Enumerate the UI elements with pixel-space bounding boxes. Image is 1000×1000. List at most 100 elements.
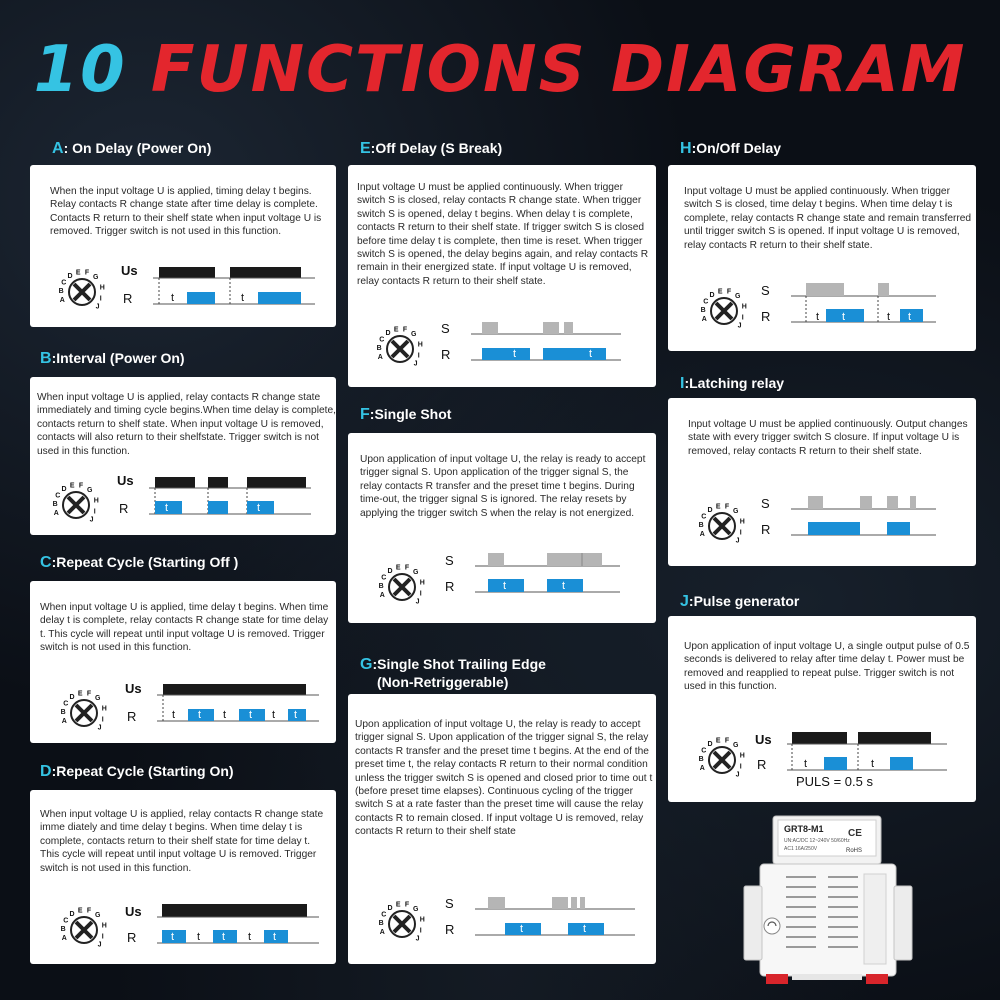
dial-letter: I <box>102 933 104 940</box>
dial-letter: C <box>701 748 706 755</box>
dial-letter: B <box>699 756 704 763</box>
time-label: t <box>520 923 523 935</box>
section-g-title: G:Single Shot Trailing Edge <box>360 656 546 673</box>
row-label-s: S <box>445 896 454 911</box>
dial-letter: J <box>736 538 740 545</box>
dial-letter: A <box>700 765 705 772</box>
section-h-title: H:On/Off Delay <box>680 140 782 157</box>
relay-pulse <box>488 579 524 592</box>
dial-letter: H <box>742 304 747 311</box>
dial-letter: E <box>76 269 81 276</box>
dial-letter: F <box>725 504 730 511</box>
dial-letter: D <box>70 911 75 918</box>
time-label: t <box>249 709 252 721</box>
section-a-panel: When the input voltage U is applied, tim… <box>30 165 336 327</box>
timing-diagram-h: S R t t t t <box>761 283 936 324</box>
dial-letter: F <box>403 327 408 334</box>
din-rail-relay-icon: GRT8-M1 UN:AC/DC 12~240V 50/60Hz AC1 16A… <box>743 815 913 984</box>
relay-pulse <box>162 930 186 943</box>
relay-pulse <box>247 501 274 514</box>
relay-pulse <box>808 522 860 535</box>
timer-relay-product-image: GRT8-M1 UN:AC/DC 12~240V 50/60Hz AC1 16A… <box>738 814 928 994</box>
timing-diagram-b: Us R t t <box>117 473 311 516</box>
dial-cross <box>392 577 412 597</box>
dial-letter: E <box>394 326 399 333</box>
time-label: t <box>257 502 260 514</box>
dial-letter: B <box>59 288 64 295</box>
row-label-s: S <box>761 496 770 511</box>
dial-letter: I <box>102 716 104 723</box>
dial-letter: H <box>420 580 425 587</box>
relay-pulse <box>900 309 923 322</box>
dial-letter: D <box>386 330 391 337</box>
section-g-panel: Upon application of input voltage U, the… <box>348 694 656 964</box>
supply-pulse <box>208 477 228 488</box>
time-label: t <box>294 709 297 721</box>
time-label: t <box>583 923 586 935</box>
row-label-r: R <box>761 522 770 537</box>
dial-letter: G <box>413 569 419 576</box>
timing-diagram-a: Us R t t <box>121 263 315 306</box>
dial-letter: B <box>379 920 384 927</box>
time-label: t <box>273 931 276 943</box>
dial-letter: F <box>725 738 730 745</box>
section-i-description: Input voltage U must be applied continuo… <box>688 419 968 457</box>
switch-pulse <box>878 283 889 296</box>
dial-letter: J <box>738 323 742 330</box>
row-label-us: Us <box>121 263 138 278</box>
section-e-panel: Input voltage U must be applied continuo… <box>348 165 656 387</box>
dial-letter: G <box>95 695 101 702</box>
dial-letter: A <box>702 316 707 323</box>
row-label-r: R <box>119 501 128 516</box>
dial-cross <box>714 301 734 321</box>
dial-letter: H <box>102 923 107 930</box>
row-label-r: R <box>445 579 454 594</box>
time-label: t <box>241 292 244 304</box>
section-i-title: I:Latching relay <box>680 375 785 392</box>
relay-pulse <box>505 923 541 935</box>
dial-cross <box>392 914 412 934</box>
timing-diagram-f: S R t t <box>445 553 620 594</box>
dial-letter: F <box>85 270 90 277</box>
dial-letter: J <box>416 936 420 943</box>
row-label-s: S <box>761 283 770 298</box>
dial-letter: B <box>377 345 382 352</box>
dial-letter: B <box>61 926 66 933</box>
title-number: 10 <box>33 33 127 107</box>
dial-cross <box>74 920 94 940</box>
dial-letter: A <box>380 929 385 936</box>
dial-letter: H <box>740 753 745 760</box>
supply-pulse <box>247 477 306 488</box>
section-a-title: A: On Delay (Power On) <box>52 140 212 157</box>
dial-letter: C <box>63 918 68 925</box>
dial-letter: I <box>94 508 96 515</box>
dial-letter: D <box>388 905 393 912</box>
dial-letter: B <box>61 709 66 716</box>
supply-pulse <box>163 684 306 695</box>
title-words: FUNCTIONS DIAGRAM <box>150 33 967 107</box>
dial-letter: H <box>418 342 423 349</box>
section-f-panel: Upon application of input voltage U, the… <box>348 433 656 623</box>
switch-pulse <box>482 322 498 334</box>
dial-letter: J <box>90 517 94 524</box>
dial-letter: H <box>102 706 107 713</box>
timing-diagram-j: Us R t t <box>755 732 947 772</box>
time-label: t <box>562 580 565 592</box>
time-label: t <box>248 931 251 943</box>
switch-pulse <box>580 897 585 909</box>
row-label-r: R <box>761 309 770 324</box>
row-label-r: R <box>757 757 766 772</box>
dial-letter: F <box>79 483 84 490</box>
time-label: t <box>172 709 175 721</box>
dial-letter: I <box>418 352 420 359</box>
supply-pulse <box>159 267 215 278</box>
time-label: t <box>804 758 807 770</box>
row-label-r: R <box>127 930 136 945</box>
dial-letter: D <box>62 486 67 493</box>
dial-cross <box>712 750 732 770</box>
dial-letter: C <box>381 575 386 582</box>
supply-pulse <box>858 732 931 744</box>
